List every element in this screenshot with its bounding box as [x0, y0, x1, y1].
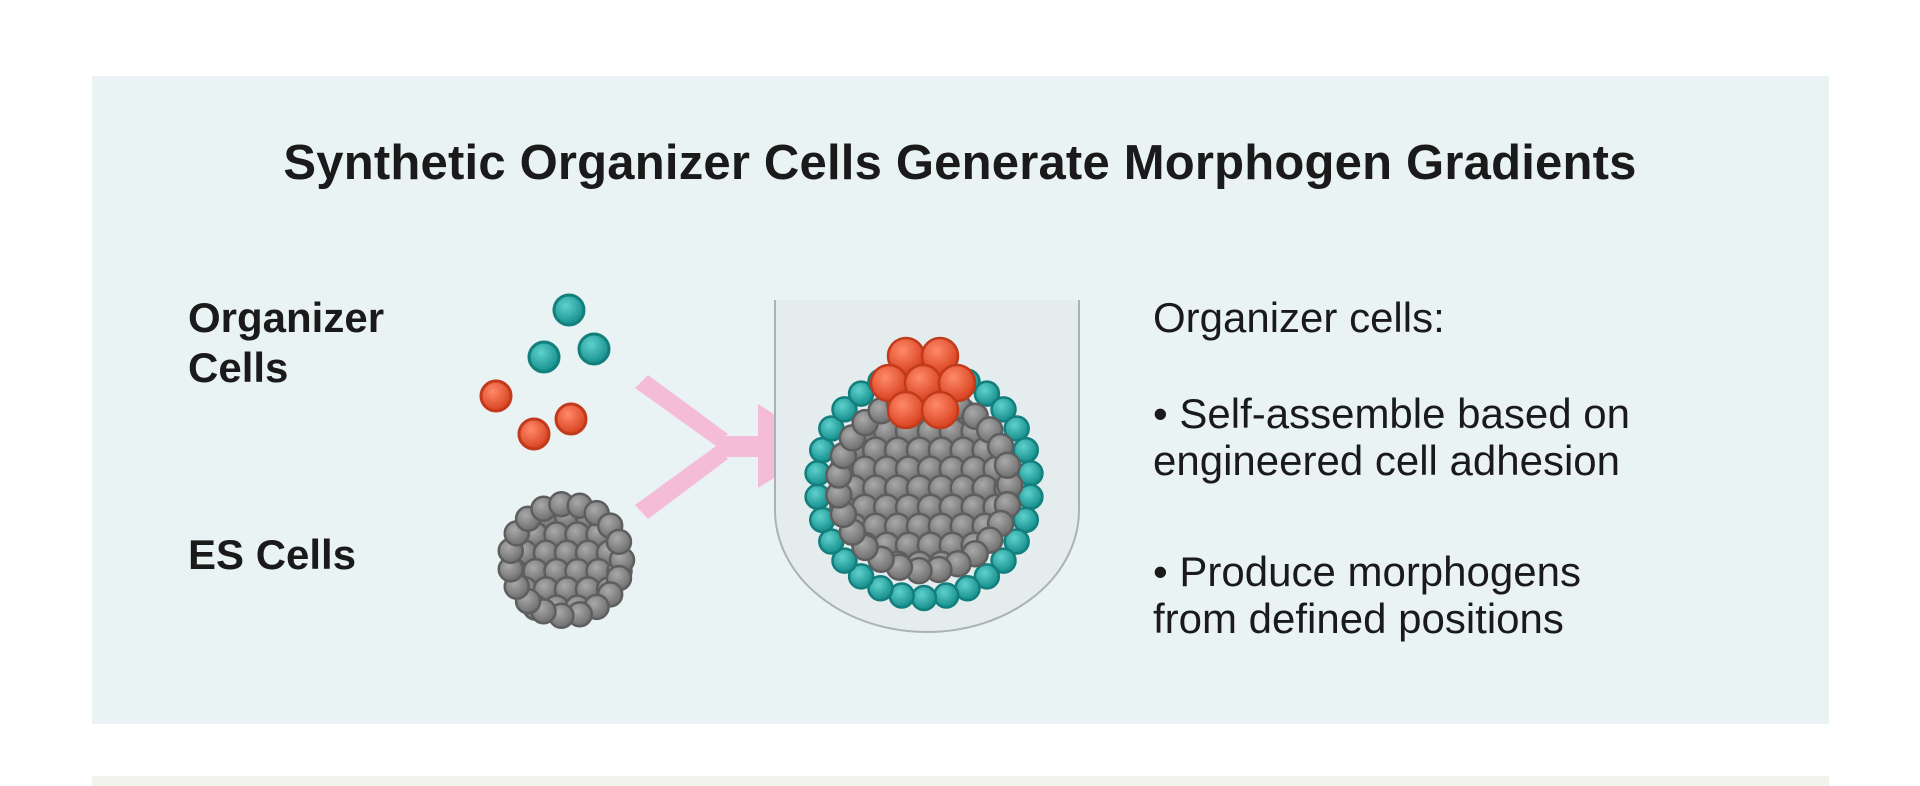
es-cells-label: ES Cells: [188, 531, 357, 578]
free-es-cell-cluster: [497, 490, 636, 630]
organizer-cap: [869, 336, 977, 430]
organizer-teal-cell: [910, 584, 938, 612]
bullet-self-assemble: • Self-assemble based on engineered cell…: [1153, 390, 1630, 484]
organizer-teal-cell: [932, 582, 960, 609]
figure-title: Synthetic Organizer Cells Generate Morph…: [283, 136, 1637, 190]
organizer-red-cell: [886, 390, 926, 430]
description-heading: Organizer cells:: [1153, 294, 1445, 341]
es-aggregate: [825, 385, 1024, 585]
organizer-teal-cell: [847, 563, 875, 590]
organizer-teal-cell: [867, 574, 894, 602]
organizer-red-cell: [920, 390, 960, 430]
organizer-teal-cell: [990, 547, 1017, 574]
organizer-teal-cell: [990, 396, 1017, 423]
es-free-edge-cell: [605, 528, 633, 556]
organizer-teal-cell: [973, 380, 1001, 407]
organizer-teal-cell: [831, 547, 858, 574]
es-agg-edge-cell: [993, 451, 1022, 479]
organizer-teal-cell: [973, 563, 1001, 590]
organizer-teal-cell: [1003, 528, 1030, 555]
bottom-strip: [92, 776, 1829, 786]
assembled-aggregate: [804, 336, 1044, 612]
organizer-cells-label: Organizer Cells: [188, 294, 385, 391]
organizer-teal-cell: [831, 396, 858, 423]
bullet-produce-morphogens: • Produce morphogens from defined positi…: [1153, 548, 1581, 642]
free-organizer-cells: [479, 293, 611, 451]
